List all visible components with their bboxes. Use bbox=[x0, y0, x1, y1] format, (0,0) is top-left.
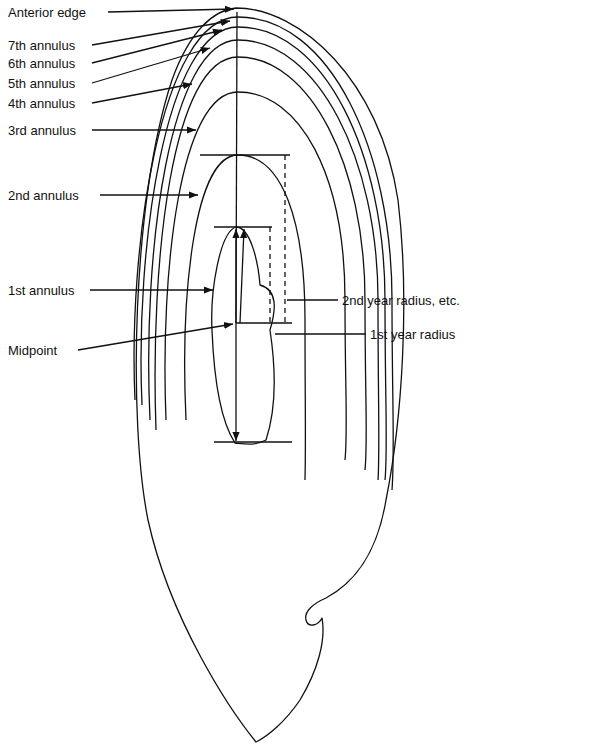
dashed-line bbox=[284, 155, 285, 323]
annulus-2 bbox=[185, 155, 306, 480]
leader-line bbox=[92, 84, 192, 103]
tick-line bbox=[214, 226, 272, 227]
part-label: 1st year radius bbox=[370, 327, 455, 342]
part-label: 6th annulus bbox=[8, 56, 75, 71]
part-label: 2nd year radius, etc. bbox=[342, 293, 460, 308]
radius-arrow bbox=[240, 229, 244, 323]
annulus-4 bbox=[155, 57, 366, 470]
axis-line bbox=[235, 323, 236, 441]
leader-line bbox=[108, 9, 234, 12]
leader-line bbox=[90, 289, 213, 290]
leader-line bbox=[100, 194, 198, 195]
dashed-line bbox=[269, 227, 270, 323]
leader-line bbox=[92, 48, 210, 83]
annulus-1 bbox=[212, 227, 275, 444]
scale-outline bbox=[136, 8, 404, 742]
annulus-6 bbox=[141, 27, 386, 480]
leader-line bbox=[78, 324, 233, 350]
leader-line bbox=[92, 30, 222, 63]
tick-line bbox=[236, 322, 292, 323]
tick-line bbox=[200, 154, 290, 155]
annulus-5 bbox=[149, 40, 379, 480]
annulus-3 bbox=[165, 92, 346, 460]
part-label: 1st annulus bbox=[8, 283, 75, 298]
axis-line bbox=[235, 229, 236, 323]
leader-line bbox=[287, 299, 338, 300]
part-label: 5th annulus bbox=[8, 76, 75, 91]
part-label: 3rd annulus bbox=[8, 123, 76, 138]
leader-line bbox=[275, 333, 366, 334]
part-label: 7th annulus bbox=[8, 38, 75, 53]
part-label: Midpoint bbox=[8, 343, 57, 358]
leader-line bbox=[92, 129, 196, 130]
part-label: Anterior edge bbox=[8, 5, 86, 20]
part-label: 4th annulus bbox=[8, 96, 75, 111]
part-label: 2nd annulus bbox=[8, 188, 79, 203]
tick-line bbox=[214, 441, 292, 442]
axis-line bbox=[236, 12, 237, 323]
